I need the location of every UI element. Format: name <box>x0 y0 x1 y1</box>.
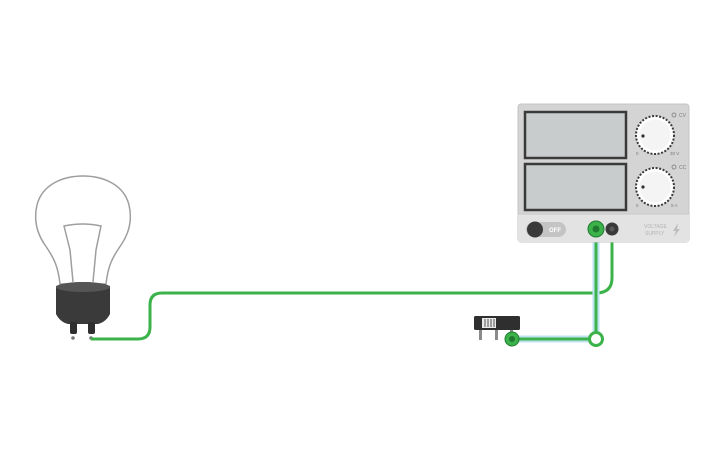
positive-terminal-core <box>592 225 600 233</box>
voltage-display <box>523 110 628 160</box>
brand-line-2: SUPPLY <box>645 231 665 237</box>
current-display <box>523 162 628 212</box>
bulb-glass <box>34 175 132 285</box>
wire-switch-to-supply-positive-glow <box>512 228 600 343</box>
brand-line-1: VOLTAGE <box>644 224 668 230</box>
lightning-icon <box>673 223 680 237</box>
switch-pin-middle[interactable] <box>495 330 498 340</box>
bulb-base <box>56 282 110 324</box>
bulb-base-rim <box>56 282 110 292</box>
negative-terminal-core <box>609 226 615 232</box>
bulb-terminal-left[interactable] <box>70 322 77 334</box>
bulb-filament <box>63 223 102 283</box>
power-toggle-knob[interactable] <box>527 221 543 238</box>
current-min-label: 0 <box>636 203 639 208</box>
cc-indicator-led <box>671 164 677 170</box>
current-max-label: 5 A <box>671 203 678 208</box>
wire-bulb-to-supply-negative[interactable] <box>91 230 614 341</box>
voltage-min-label: 0 <box>636 151 639 156</box>
bulb-terminal-right[interactable] <box>88 322 95 334</box>
voltage-knob-marker <box>641 134 645 138</box>
current-knob-marker <box>641 185 645 189</box>
switch-pin-left[interactable] <box>479 330 482 340</box>
cc-indicator-label: CC <box>679 165 687 171</box>
power-toggle-label: OFF <box>549 228 561 234</box>
wire-bend-point[interactable] <box>588 331 604 347</box>
current-knob-face <box>639 171 671 203</box>
voltage-max-label: 30 V <box>670 151 679 156</box>
cv-indicator-label: CV <box>679 113 687 119</box>
light-bulb[interactable] <box>34 175 132 340</box>
voltage-knob-face <box>639 119 671 151</box>
switch-slider[interactable] <box>482 318 496 328</box>
wire-switch-to-supply-positive[interactable] <box>512 228 598 341</box>
switch-wire-endpoint-dot <box>509 336 515 342</box>
switch-body <box>474 316 520 330</box>
cv-indicator-led <box>671 112 677 118</box>
power-supply[interactable]: CV 0 30 V CC 0 5 A OFF VOLTAGE SUPPLY <box>517 103 690 243</box>
